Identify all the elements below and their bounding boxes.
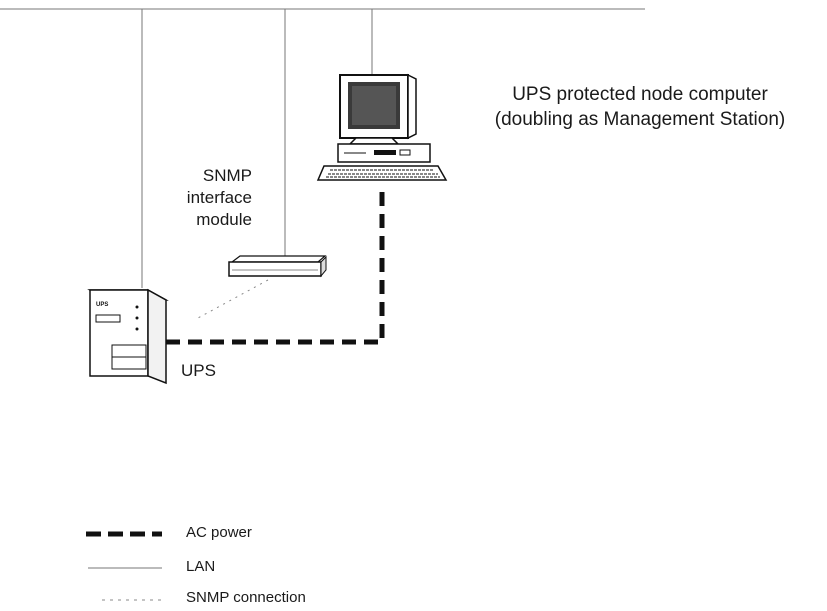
snmp-label-line3: module [196,210,252,229]
ups-icon: UPS [87,288,169,385]
computer-label: UPS protected node computer (doubling as… [450,82,827,132]
legend-lan-label: LAN [186,558,216,575]
snmp-label-line1: SNMP [202,166,252,185]
ups-front-text: UPS [96,302,108,308]
ups-label: UPS [181,361,216,380]
legend-ac-power-label: AC power [186,524,252,541]
computer-label-line1: UPS protected node computer [512,84,768,105]
computer-label-line2: (doubling as Management Station) [494,109,786,130]
snmp-module-label: SNMP interface module [160,165,252,231]
snmp-label-line2: interface [186,188,252,207]
legend-snmp-connection-label: SNMP connection [186,589,306,606]
ac-power-line [166,185,385,345]
snmp-module-icon [228,255,327,278]
computer-icon [316,73,448,181]
snmp-connection-line [197,279,269,319]
